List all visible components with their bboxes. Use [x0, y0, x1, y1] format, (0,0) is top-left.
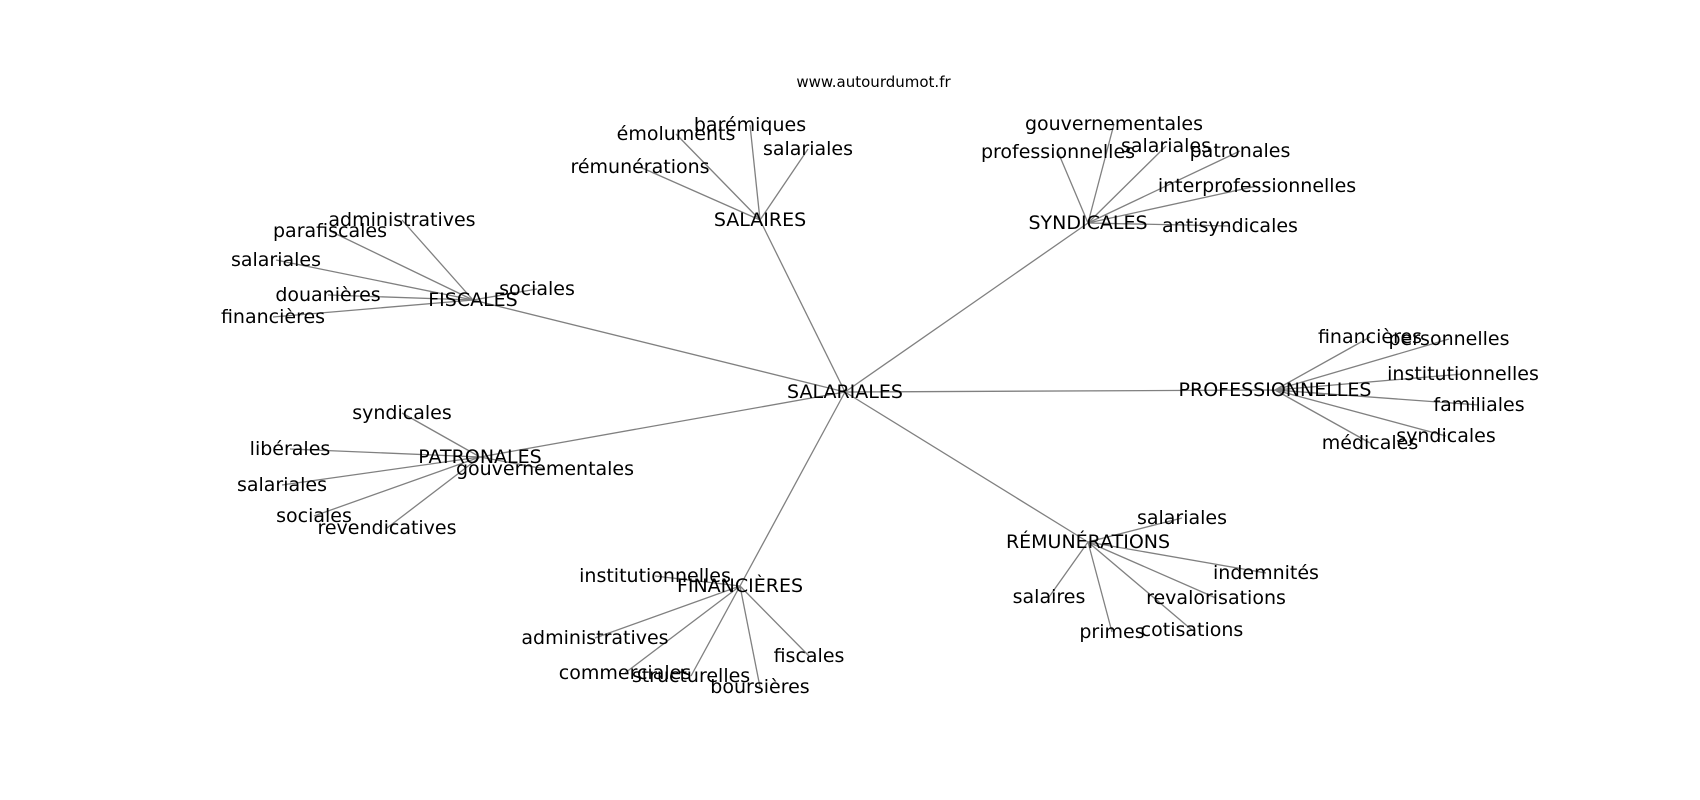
leaf-word[interactable]: syndicales: [352, 402, 451, 424]
leaf-word[interactable]: salariales: [1121, 135, 1211, 157]
leaf-word[interactable]: primes: [1079, 621, 1144, 643]
edge: [281, 456, 481, 486]
leaf-word[interactable]: fiscales: [774, 645, 845, 667]
hub-word[interactable]: SYNDICALES: [1028, 212, 1147, 234]
edge: [479, 391, 846, 458]
source-url: www.autourdumot.fr: [796, 73, 951, 91]
edge: [844, 222, 1089, 393]
leaf-word[interactable]: indemnités: [1213, 562, 1319, 584]
leaf-word[interactable]: salariales: [763, 138, 853, 160]
edge: [472, 299, 846, 393]
leaf-word[interactable]: familiales: [1433, 394, 1524, 416]
edge: [1274, 389, 1371, 444]
edge: [1274, 389, 1480, 406]
edge: [1087, 145, 1167, 224]
leaf-word[interactable]: antisyndicales: [1162, 215, 1298, 237]
leaf-word[interactable]: parafiscales: [273, 220, 387, 242]
leaf-word[interactable]: interprofessionnelles: [1158, 175, 1356, 197]
leaf-word[interactable]: boursières: [710, 676, 809, 698]
edge: [1087, 222, 1231, 227]
edge: [749, 124, 761, 221]
edge: [739, 391, 846, 587]
leaf-word[interactable]: gouvernementales: [1025, 113, 1203, 135]
hub-word[interactable]: PROFESSIONNELLES: [1179, 379, 1372, 401]
leaf-word[interactable]: émoluments: [617, 123, 736, 145]
edge: [313, 456, 481, 517]
hub-word[interactable]: RÉMUNÉRATIONS: [1006, 530, 1170, 553]
edge: [272, 299, 474, 318]
leaf-word[interactable]: patronales: [1190, 140, 1291, 162]
edge: [1274, 336, 1371, 391]
edge: [329, 230, 474, 301]
edge: [1274, 338, 1450, 391]
edge: [1087, 541, 1267, 574]
leaf-word[interactable]: revalorisations: [1146, 587, 1286, 609]
leaf-word[interactable]: financières: [221, 306, 325, 328]
leaf-word[interactable]: professionnelles: [981, 141, 1135, 163]
edge: [1087, 541, 1217, 599]
center-word[interactable]: SALARIALES: [787, 381, 903, 403]
leaf-word[interactable]: administratives: [328, 209, 475, 231]
edge: [844, 389, 1276, 393]
leaf-word[interactable]: salariales: [1137, 507, 1227, 529]
leaf-word[interactable]: libérales: [250, 438, 331, 460]
edge: [401, 219, 474, 301]
edge: [1087, 517, 1183, 543]
leaf-word[interactable]: médicales: [1322, 432, 1419, 454]
leaf-word[interactable]: revendicatives: [317, 517, 456, 539]
hub-word[interactable]: FINANCIÈRES: [677, 574, 803, 597]
edge: [739, 585, 810, 657]
edge: [844, 391, 1089, 543]
leaf-word[interactable]: douanières: [275, 284, 380, 306]
edge: [675, 133, 761, 221]
edge: [1057, 151, 1089, 224]
edge: [1087, 123, 1115, 224]
leaf-word[interactable]: institutionnelles: [1387, 363, 1539, 385]
edge: [654, 575, 741, 587]
hub-word[interactable]: FISCALES: [428, 289, 518, 311]
edge: [739, 585, 761, 688]
leaf-word[interactable]: institutionnelles: [579, 565, 731, 587]
leaf-word[interactable]: administratives: [521, 627, 668, 649]
edge: [1087, 541, 1113, 633]
edge: [479, 456, 546, 470]
leaf-word[interactable]: syndicales: [1396, 425, 1495, 447]
edge: [401, 412, 481, 458]
leaf-word[interactable]: salaires: [1013, 586, 1086, 608]
edge: [759, 148, 809, 221]
leaf-word[interactable]: barémiques: [694, 114, 806, 136]
leaf-word[interactable]: salariales: [237, 474, 327, 496]
leaf-word[interactable]: salariales: [231, 249, 321, 271]
edge: [1087, 541, 1193, 631]
leaf-word[interactable]: sociales: [276, 505, 352, 527]
leaf-word[interactable]: structurelles: [632, 665, 750, 687]
edge: [1087, 185, 1258, 224]
leaf-word[interactable]: gouvernementales: [456, 458, 634, 480]
edge: [1274, 389, 1447, 437]
edge: [594, 585, 741, 639]
edge: [1048, 541, 1089, 598]
leaf-word[interactable]: sociales: [499, 278, 575, 300]
edge: [639, 166, 761, 221]
hub-word[interactable]: PATRONALES: [418, 446, 541, 468]
leaf-word[interactable]: personnelles: [1388, 328, 1509, 350]
edge: [327, 294, 474, 301]
edge: [1087, 150, 1241, 224]
edge: [275, 259, 474, 301]
leaf-word[interactable]: financières: [1318, 326, 1422, 348]
edge: [690, 585, 741, 677]
edge: [1274, 373, 1464, 391]
edge: [386, 456, 481, 529]
edge: [759, 219, 846, 393]
leaf-word[interactable]: commerciales: [559, 662, 691, 684]
edge: [289, 448, 481, 458]
leaf-word[interactable]: cotisations: [1141, 619, 1244, 641]
edge: [472, 288, 538, 301]
edge: [624, 585, 741, 674]
leaf-word[interactable]: rémunérations: [570, 156, 709, 178]
hub-word[interactable]: SALAIRES: [714, 209, 806, 231]
